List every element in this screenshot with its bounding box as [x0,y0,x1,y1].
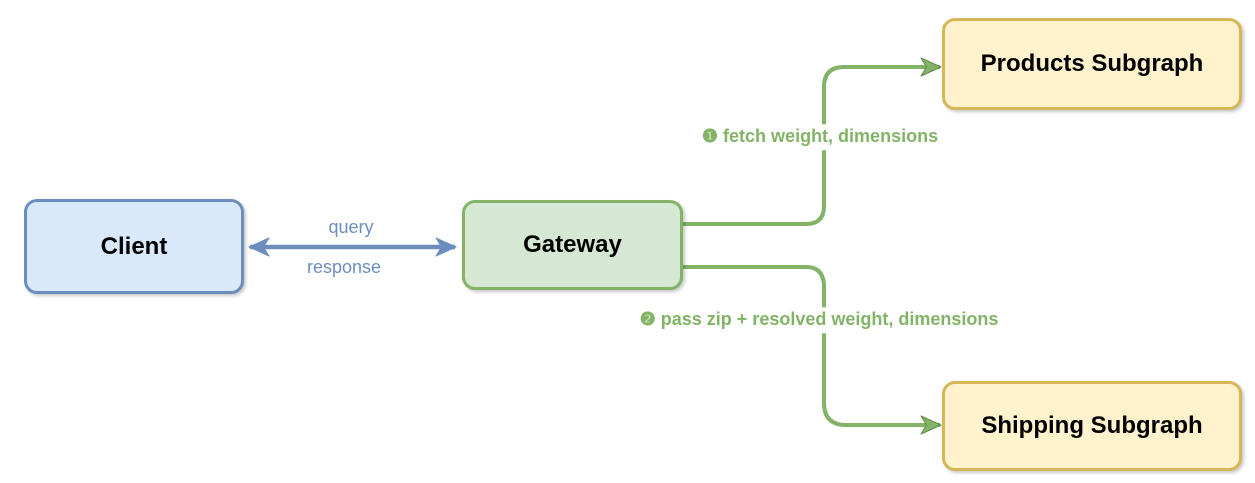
node-client: Client [24,199,244,294]
edge-gateway-shipping [683,265,942,435]
node-products-subgraph: Products Subgraph [942,18,1242,110]
node-products-subgraph-label: Products Subgraph [980,50,1204,77]
edge-label-query: query [323,215,379,241]
node-shipping-subgraph-label: Shipping Subgraph [981,412,1203,439]
edge-label-step2-pass: ❷ pass zip + resolved weight, dimensions [634,307,1004,333]
node-gateway: Gateway [462,200,683,290]
node-client-label: Client [100,232,168,260]
edge-label-step1-fetch: ❶ fetch weight, dimensions [696,124,944,150]
node-shipping-subgraph: Shipping Subgraph [942,381,1242,471]
node-gateway-label: Gateway [523,231,622,258]
edge-label-response: response [301,255,387,281]
